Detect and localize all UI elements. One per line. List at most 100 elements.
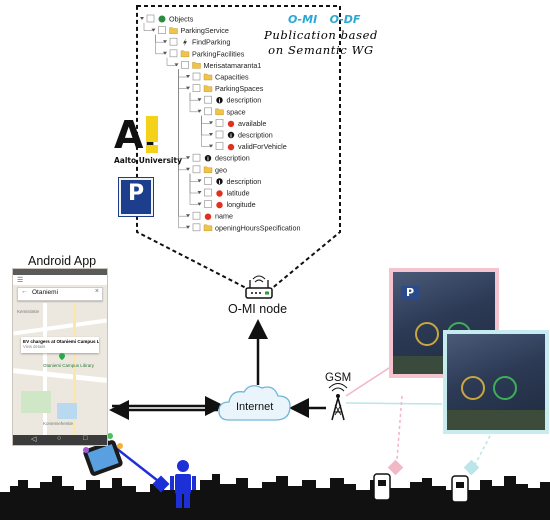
tree-node-label[interactable]: geo (215, 165, 227, 174)
expand-arrow-icon[interactable] (186, 156, 190, 160)
tree-node-label[interactable]: Merisatamaranta1 (204, 61, 262, 70)
expand-arrow-icon[interactable] (197, 98, 202, 102)
expand-arrow-icon[interactable] (151, 28, 156, 32)
android-app-screenshot: ☰ Otaniemi ← × Kemistintie Otaniemi Camp… (12, 268, 108, 446)
folder-icon (203, 73, 213, 81)
tree-checkbox[interactable] (192, 153, 201, 162)
expand-arrow-icon[interactable] (163, 40, 167, 44)
tree-checkbox[interactable] (215, 119, 224, 127)
android-nav-bar: ◁ ○ □ (13, 435, 107, 445)
odf-logo: O-DF (329, 13, 361, 26)
pink-drop-line (395, 395, 403, 473)
tree-checkbox[interactable] (204, 177, 212, 185)
expand-arrow-icon[interactable] (186, 75, 190, 78)
charger-info-popup[interactable]: EV chargers at Otaniemi Campus Library V… (21, 337, 99, 353)
nav-back-icon[interactable]: ◁ (31, 436, 37, 443)
tree-checkbox[interactable] (169, 37, 178, 46)
expand-arrow-icon[interactable] (140, 17, 144, 20)
tree-checkbox[interactable] (204, 107, 212, 116)
tree-node-label[interactable]: ParkingService (181, 26, 229, 35)
tree-checkbox[interactable] (215, 142, 224, 150)
tree-node-label[interactable]: ParkingSpaces (215, 84, 264, 93)
expand-arrow-icon[interactable] (197, 202, 202, 206)
expand-arrow-icon[interactable] (209, 121, 213, 125)
expand-arrow-icon[interactable] (186, 167, 190, 171)
tree-checkbox[interactable] (192, 223, 201, 232)
expand-arrow-icon[interactable] (209, 133, 213, 136)
map-label: Otaniemi Campus Library (43, 363, 95, 368)
folder-icon (215, 108, 224, 115)
app-toolbar: ☰ (13, 275, 107, 285)
socket-ring-yellow (461, 376, 485, 400)
nav-home-icon[interactable]: ○ (57, 435, 62, 442)
tree-checkbox[interactable] (181, 61, 189, 69)
aalto-exclamation-dot (146, 145, 158, 153)
tree-node-label[interactable]: name (215, 212, 233, 221)
expand-arrow-icon[interactable] (163, 51, 167, 55)
aalto-logo: A! Aalto University (114, 116, 182, 165)
tree-checkbox[interactable] (204, 188, 212, 197)
tree-node-label[interactable]: description (227, 177, 262, 186)
expand-arrow-icon[interactable] (197, 109, 202, 113)
tree-checkbox[interactable] (192, 211, 201, 220)
tree-checkbox[interactable] (192, 165, 201, 174)
internet-label: Internet (236, 401, 274, 413)
tree-node-label[interactable]: space (227, 107, 246, 116)
tree-checkbox[interactable] (204, 200, 212, 208)
expand-arrow-icon[interactable] (186, 214, 190, 218)
tree-node-label[interactable]: validForVehicle (238, 142, 287, 151)
tree-checkbox[interactable] (146, 14, 155, 23)
folder-icon (203, 85, 213, 92)
tree-checkbox[interactable] (158, 26, 166, 34)
expand-arrow-icon[interactable] (197, 191, 202, 194)
info-glyph: i (207, 157, 209, 163)
tree-checkbox[interactable] (192, 72, 201, 81)
tree-node-label[interactable]: Capacities (215, 73, 249, 82)
back-arrow-icon[interactable]: ← (21, 288, 28, 295)
expand-arrow-icon[interactable] (186, 225, 190, 229)
odf-object-tree: ObjectsParkingServiceFindParkingParkingF… (140, 14, 301, 232)
search-input[interactable]: Otaniemi (32, 289, 59, 296)
expand-arrow-icon[interactable] (186, 86, 190, 90)
expand-arrow-icon[interactable] (197, 179, 202, 183)
expand-arrow-icon[interactable] (174, 63, 179, 67)
tree-node-label[interactable]: longitude (227, 200, 256, 209)
user-person-icon (170, 460, 196, 508)
omi-odf-logo: O-MI O-DF (288, 10, 388, 26)
apple-icon (227, 120, 235, 128)
nav-recent-icon[interactable]: □ (83, 435, 88, 442)
omi-node-label: O-MI node (228, 302, 288, 316)
menu-icon[interactable]: ☰ (17, 277, 24, 284)
tree-checkbox[interactable] (215, 130, 224, 139)
folder-icon (203, 166, 213, 173)
socket-ring-yellow (415, 322, 439, 346)
expand-arrow-icon[interactable] (209, 144, 213, 148)
folder-icon (169, 27, 178, 34)
map-label: Kemistintie (17, 309, 40, 314)
tree-node-label[interactable]: description (215, 154, 250, 163)
tree-node-label[interactable]: openingHoursSpecification (215, 223, 301, 232)
cloud-icon (218, 385, 291, 421)
tree-node-label[interactable]: ParkingFacilities (192, 49, 245, 58)
close-icon[interactable]: × (94, 288, 99, 295)
search-box[interactable]: Otaniemi ← × (17, 287, 103, 301)
aalto-exclamation-bar (146, 116, 158, 142)
charger-station-pink-icon (373, 459, 404, 501)
tree-icon (158, 15, 166, 23)
tree-node-label[interactable]: description (227, 96, 262, 105)
cyan-link (345, 402, 443, 405)
tree-node-label[interactable]: description (238, 131, 273, 140)
tree-node-label[interactable]: available (238, 119, 266, 128)
publication-line-2: on Semantic WG (268, 43, 374, 57)
tree-node-label[interactable]: Objects (169, 15, 194, 24)
tree-checkbox[interactable] (204, 95, 212, 104)
apple-icon (227, 143, 235, 151)
tree-node-label[interactable]: latitude (227, 189, 250, 198)
tree-node-label[interactable]: FindParking (192, 38, 230, 47)
map-view[interactable]: Kemistintie Otaniemi Campus Library Kone… (13, 303, 107, 443)
tree-checkbox[interactable] (192, 84, 201, 92)
folder-icon (180, 50, 190, 57)
tree-checkbox[interactable] (169, 49, 178, 58)
map-pin-icon[interactable] (57, 351, 67, 361)
info-glyph: i (230, 133, 232, 139)
